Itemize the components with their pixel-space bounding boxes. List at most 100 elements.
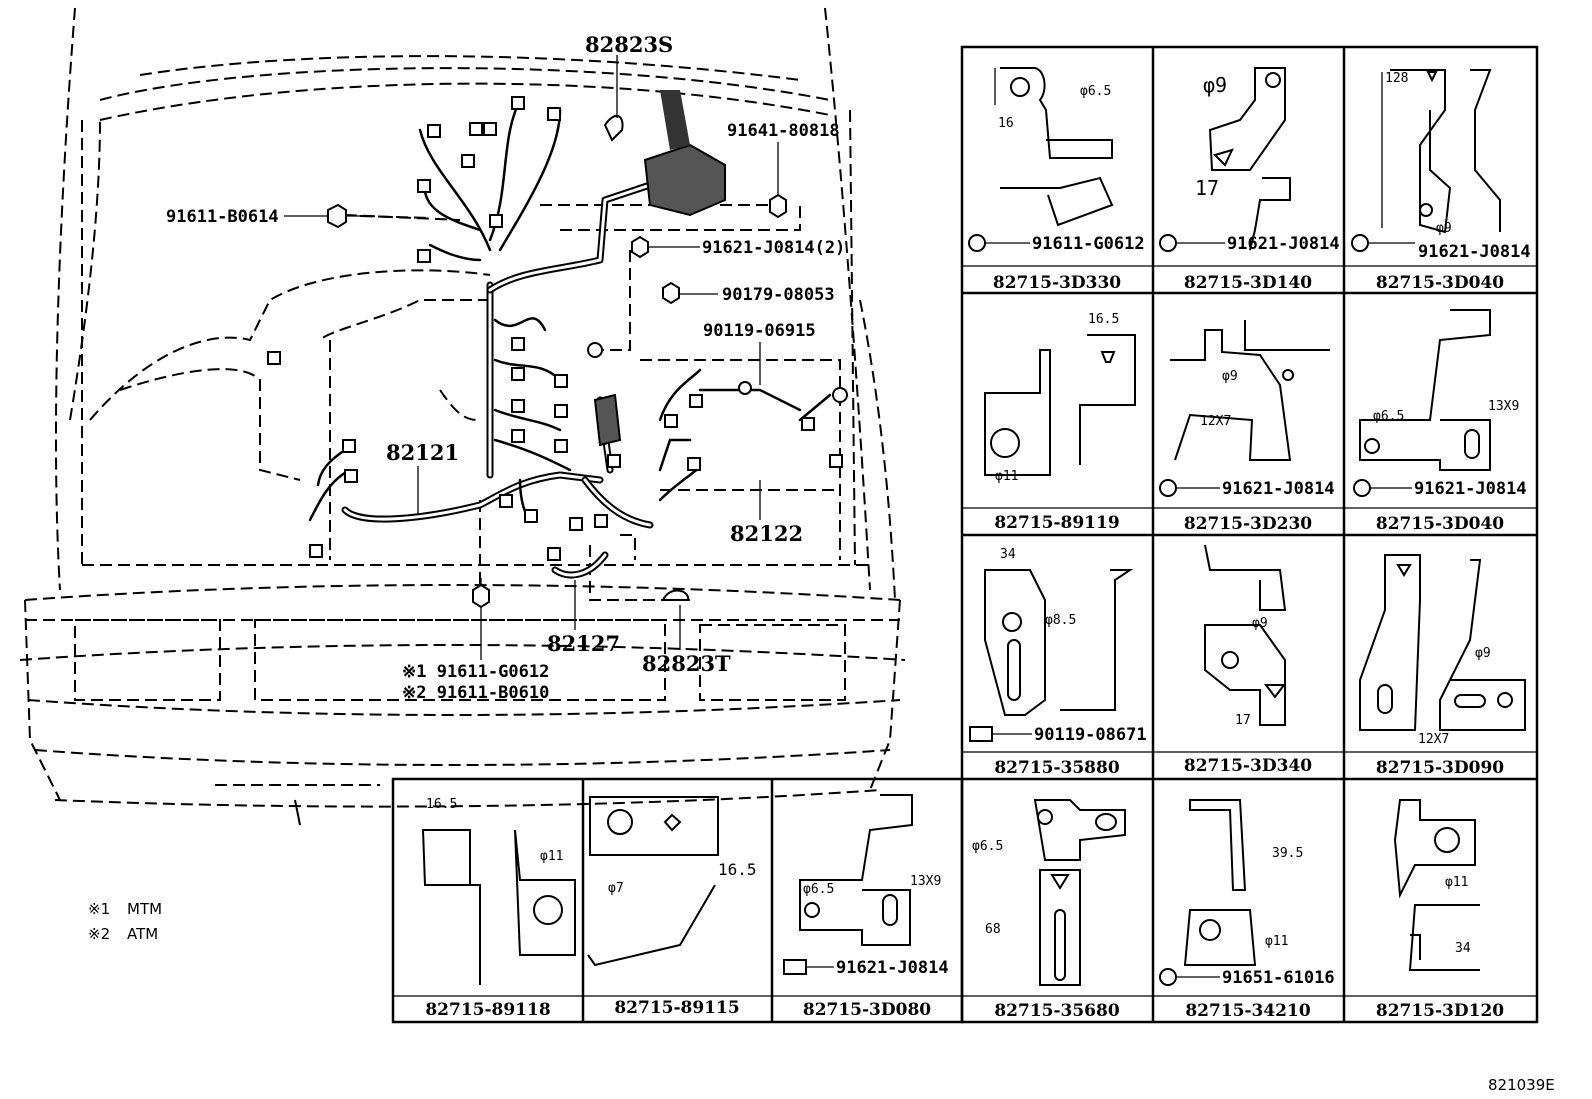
bolt-icon xyxy=(969,726,1032,742)
callout-note1-bolt: ※1 91611-G0612 xyxy=(402,662,549,682)
part-label: 82715-35680 xyxy=(994,1001,1120,1021)
dim: φ6.5 xyxy=(1080,84,1111,99)
dim: 16.5 xyxy=(426,797,457,812)
bolt-label: 91621-J0814 xyxy=(836,958,949,978)
dim: φ6.5 xyxy=(972,839,1003,854)
dim: 16.5 xyxy=(1088,312,1119,327)
connectors xyxy=(267,96,848,601)
dim: φ8.5 xyxy=(1045,613,1076,628)
dim: 17 xyxy=(1195,176,1219,200)
dimension-labels: φ6.5 16 φ9 17 128 φ9 16.5 φ11 φ9 12X7 φ6… xyxy=(426,71,1519,956)
callout-82823S: 82823S xyxy=(585,32,673,57)
bolt-label: 91621-J0814 xyxy=(1418,242,1531,262)
diagram-code: 821039E xyxy=(1488,1076,1555,1094)
note-mark-1: ※1 xyxy=(88,900,110,918)
leader-lines xyxy=(284,55,779,660)
dim: φ9 xyxy=(1222,369,1238,384)
relay-block xyxy=(593,90,726,447)
dim: φ11 xyxy=(1445,875,1468,890)
part-label: 82715-3D340 xyxy=(1184,756,1312,776)
part-label: 82715-3D090 xyxy=(1376,758,1504,778)
dim: 12X7 xyxy=(1200,414,1231,429)
part-label: 82715-34210 xyxy=(1185,1001,1311,1021)
part-label: 82715-3D080 xyxy=(803,1000,931,1020)
bracket-grid xyxy=(391,45,1539,1024)
note-text-2: ATM xyxy=(127,925,158,943)
dim: 16.5 xyxy=(718,860,757,879)
part-label: 82715-3D230 xyxy=(1184,514,1312,534)
bolt-icon xyxy=(1351,234,1415,252)
callout-82121: 82121 xyxy=(386,440,459,465)
cell-bolt-labels: 91611-G0612 91621-J0814 91621-J0814 9162… xyxy=(836,234,1531,988)
vehicle-outline xyxy=(19,7,906,826)
bolt-label: 91621-J0814 xyxy=(1414,479,1527,499)
dim: 128 xyxy=(1385,71,1408,86)
part-label: 82715-89119 xyxy=(994,513,1119,533)
bolt-label: 91621-J0814 xyxy=(1222,479,1335,499)
dim: φ11 xyxy=(1265,934,1288,949)
bolt-91621-icon xyxy=(631,235,649,259)
callout-90119-06915: 90119-06915 xyxy=(703,321,816,341)
callout-91641-80818: 91641-80818 xyxy=(727,121,840,141)
callout-91621-J0814: 91621-J0814(2) xyxy=(702,238,845,258)
callout-82127: 82127 xyxy=(547,631,620,656)
dim: φ9 xyxy=(1203,73,1227,97)
dim: 34 xyxy=(1455,941,1471,956)
dim: φ6.5 xyxy=(1373,409,1404,424)
part-label: 82715-89118 xyxy=(425,1000,550,1020)
part-label: 82715-3D040 xyxy=(1376,273,1504,293)
dim: 12X7 xyxy=(1418,732,1449,747)
part-label: 82715-89115 xyxy=(614,998,739,1018)
dim: φ6.5 xyxy=(803,882,834,897)
dim: φ11 xyxy=(540,849,563,864)
dim: 17 xyxy=(1235,713,1251,728)
engine-outline xyxy=(89,204,841,601)
bolt-icon xyxy=(1353,479,1412,497)
dim: 13X9 xyxy=(1488,399,1519,414)
callout-82122: 82122 xyxy=(730,521,803,546)
harness-82121 xyxy=(308,98,654,523)
callouts: 82823S 91641-80818 91611-B0614 91621-J08… xyxy=(166,32,845,703)
bolt-icon xyxy=(1159,234,1225,252)
dim: 13X9 xyxy=(910,874,941,889)
note-text-1: MTM xyxy=(127,900,162,918)
harness-82122 xyxy=(581,368,832,529)
callout-82823T: 82823T xyxy=(642,651,731,676)
callout-91611-B0614: 91611-B0614 xyxy=(166,207,279,227)
bolt-91611-g0612-icon xyxy=(472,578,490,609)
dim: 39.5 xyxy=(1272,846,1303,861)
callout-90179-08053: 90179-08053 xyxy=(722,285,835,305)
part-label: 82715-3D040 xyxy=(1376,514,1504,534)
harness-82127 xyxy=(551,551,609,579)
dim: 68 xyxy=(985,922,1001,937)
bolt-icon xyxy=(783,959,834,975)
bolt-90179-icon xyxy=(662,281,680,305)
dim: φ9 xyxy=(1252,616,1268,631)
bracket-sketches xyxy=(421,67,1526,986)
bolt-label: 91611-G0612 xyxy=(1032,234,1145,254)
note-mark-2: ※2 xyxy=(88,925,110,943)
bolt-label: 90119-08671 xyxy=(1034,725,1147,745)
bolt-icon xyxy=(1159,479,1220,497)
callout-note2-bolt: ※2 91611-B0610 xyxy=(402,683,549,703)
part-label: 82715-35880 xyxy=(994,758,1120,778)
bolt-label: 91621-J0814 xyxy=(1227,234,1340,254)
bolt-91641-icon xyxy=(769,185,787,219)
bolt-icon xyxy=(1159,968,1220,986)
bolts xyxy=(327,185,787,609)
notes-legend: ※1 MTM ※2 ATM xyxy=(88,900,162,943)
dim: φ7 xyxy=(608,881,624,896)
dim: φ9 xyxy=(1436,221,1452,236)
cell-part-labels: 82715-3D330 82715-3D140 82715-3D040 8271… xyxy=(425,273,1504,1021)
dim: 16 xyxy=(998,116,1014,131)
bolt-91611-b0614-icon xyxy=(327,203,360,229)
dim: φ11 xyxy=(995,469,1018,484)
dim: 34 xyxy=(1000,547,1016,562)
dim: φ9 xyxy=(1475,646,1491,661)
bolt-label: 91651-61016 xyxy=(1222,968,1335,988)
bolt-icon xyxy=(968,234,1030,252)
part-label: 82715-3D140 xyxy=(1184,273,1312,293)
part-label: 82715-3D330 xyxy=(993,273,1121,293)
cell-bolts xyxy=(783,234,1415,986)
